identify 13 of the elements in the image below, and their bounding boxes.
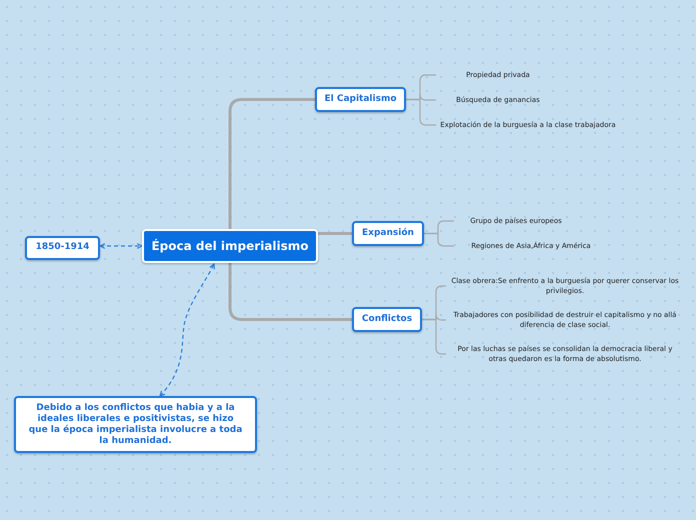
- topic-box: 1850-1914: [25, 236, 100, 260]
- connector-line: [318, 232, 352, 235]
- connector-line: [228, 263, 352, 321]
- topic-box: El Capitalismo: [315, 87, 406, 112]
- topic-box: Conflictos: [352, 307, 422, 332]
- topic-box: Expansión: [352, 221, 424, 246]
- dashed-arrow: [99, 243, 143, 249]
- central-topic: Época del imperialismo: [142, 229, 318, 263]
- note-box: Debido a los conflictos que habia y a la ideales liberales e positivistas, se hizo que la época imperialista involucre a toda la humanidad.: [14, 396, 257, 453]
- connector-line: [424, 232, 454, 247]
- connector-line: [228, 98, 315, 229]
- dashed-arrow: [159, 263, 215, 397]
- connector-line: [406, 98, 436, 126]
